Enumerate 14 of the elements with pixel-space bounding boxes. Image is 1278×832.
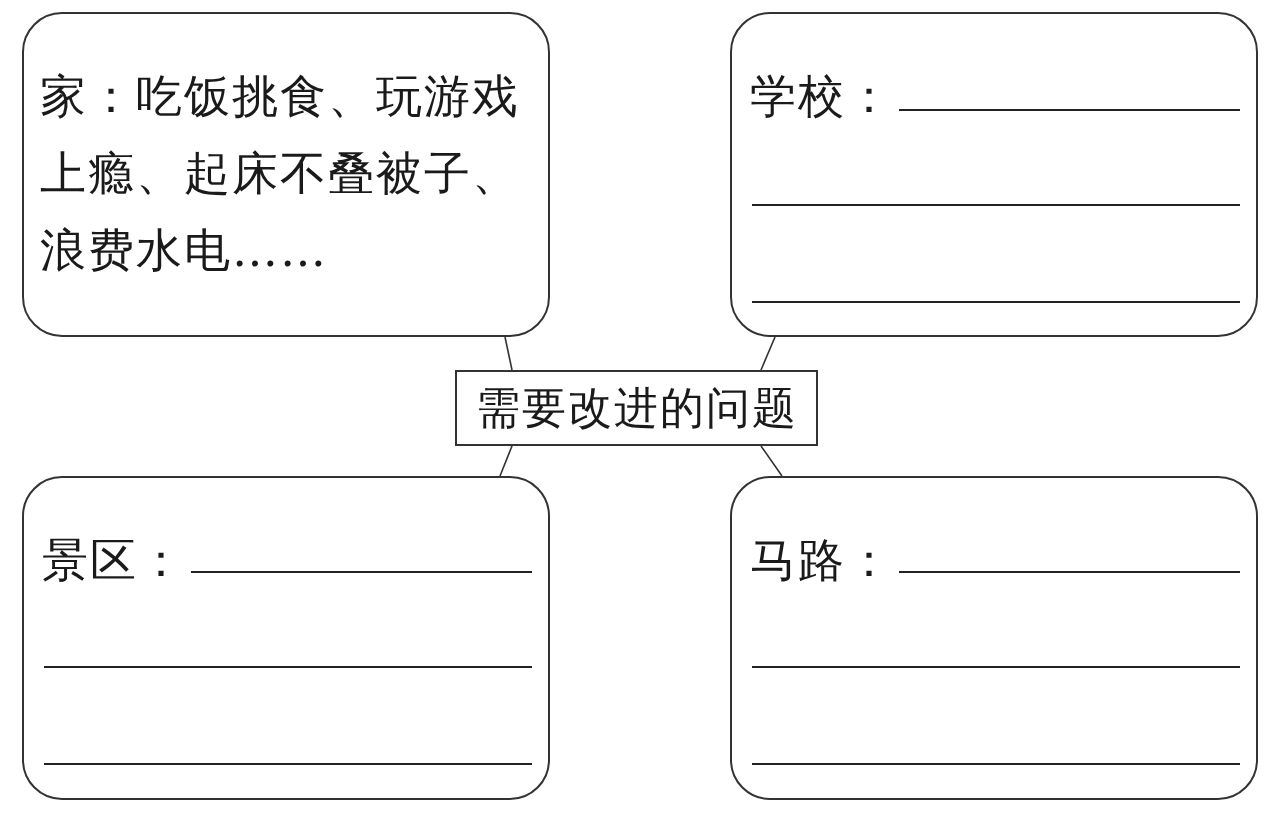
central-topic: 需要改进的问题 [475, 381, 798, 435]
note-text: 家：吃饭挑食、玩游戏上瘾、起床不叠被子、浪费水电…… [40, 68, 521, 279]
rounded-box [22, 12, 550, 337]
field-label: 学校： [750, 68, 894, 125]
central-topic-box [455, 370, 818, 446]
field-label: 景区： [42, 532, 186, 589]
field-label: 马路： [750, 532, 894, 589]
rounded-box [22, 476, 550, 800]
connector-line [504, 336, 513, 371]
rounded-box [730, 476, 1258, 800]
connector-line [760, 445, 783, 477]
connector-line [499, 445, 513, 477]
connector-line [760, 336, 776, 371]
rounded-box [730, 12, 1258, 337]
